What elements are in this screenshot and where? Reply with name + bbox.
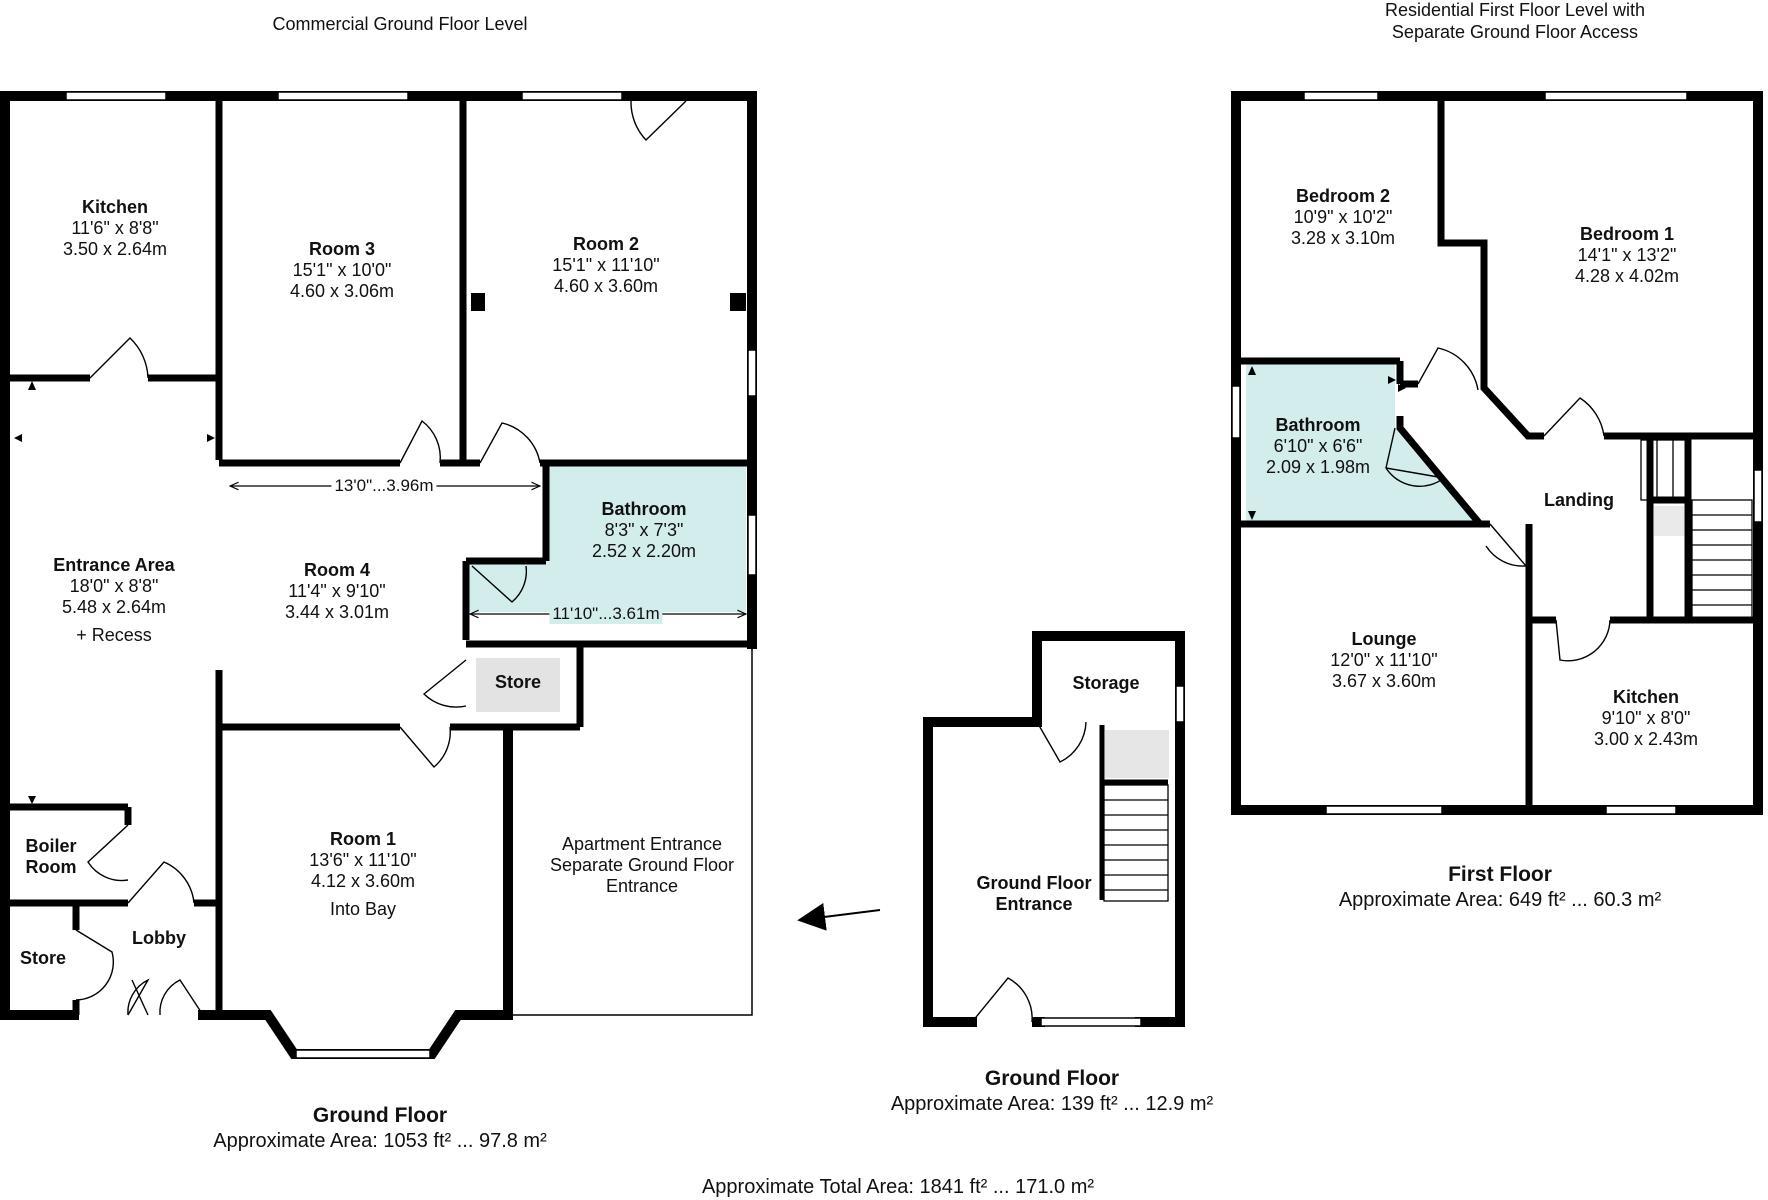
apartment-line1: Apartment Entrance bbox=[561, 834, 723, 854]
first-floor-bathroom-fill bbox=[1246, 364, 1480, 524]
room-label-room1: Room 1 13'6" x 11'10" 4.12 x 3.60m Into … bbox=[309, 829, 416, 920]
dimension-bathroom-width: 11'10"...3.61m bbox=[549, 604, 663, 624]
summary-title: First Floor bbox=[1448, 863, 1552, 886]
room-imperial: 14'1" x 13'2" bbox=[1577, 245, 1677, 266]
room-imperial: 9'10" x 8'0" bbox=[1601, 708, 1691, 729]
entrance-ground-floor-walls bbox=[797, 631, 1185, 1027]
room-imperial: 15'1" x 10'0" bbox=[292, 260, 392, 281]
room-name: Room 1 bbox=[329, 829, 396, 849]
room-imperial: 10'9" x 10'2" bbox=[1293, 207, 1393, 228]
room-note: + Recess bbox=[76, 624, 152, 645]
room-imperial: 11'6" x 8'8" bbox=[71, 218, 159, 239]
store-shading bbox=[476, 658, 560, 712]
room-name-line1: Ground Floor bbox=[976, 873, 1092, 893]
first-floor-summary: First Floor Approximate Area: 649 ft² ..… bbox=[1339, 862, 1661, 913]
room-name-line2: Entrance bbox=[995, 894, 1073, 915]
room-metric: 4.12 x 3.60m bbox=[310, 871, 416, 892]
summary-title: Ground Floor bbox=[984, 1067, 1120, 1090]
room-label-room3: Room 3 15'1" x 10'0" 4.60 x 3.06m bbox=[290, 239, 394, 303]
room-name: Bathroom bbox=[1275, 415, 1361, 435]
room-name: Bathroom bbox=[601, 499, 687, 519]
room-label-lobby: Lobby bbox=[132, 928, 186, 949]
room-label-apartment-entrance: Apartment Entrance Separate Ground Floor… bbox=[550, 834, 734, 898]
room-label-room2: Room 2 15'1" x 11'10" 4.60 x 3.60m bbox=[552, 234, 659, 298]
room-label-bedroom1: Bedroom 1 14'1" x 13'2" 4.28 x 4.02m bbox=[1575, 224, 1679, 288]
entrance-floor-summary: Ground Floor Approximate Area: 139 ft² .… bbox=[891, 1066, 1213, 1117]
room-label-first-floor-bathroom: Bathroom 6'10" x 6'6" 2.09 x 1.98m bbox=[1266, 415, 1370, 479]
apartment-line2: Separate Ground Floor bbox=[549, 855, 735, 876]
room-label-first-floor-kitchen: Kitchen 9'10" x 8'0" 3.00 x 2.43m bbox=[1594, 687, 1698, 751]
room-metric: 3.28 x 3.10m bbox=[1290, 228, 1396, 249]
room-label-entrance-area: Entrance Area 18'0" x 8'8" 5.48 x 2.64m … bbox=[53, 555, 174, 646]
room-imperial: 12'0" x 11'10" bbox=[1330, 650, 1438, 671]
room-imperial: 8'3" x 7'3" bbox=[604, 520, 684, 541]
commercial-floor-header: Commercial Ground Floor Level bbox=[272, 14, 528, 34]
first-floor-walls bbox=[1231, 91, 1763, 815]
room-label-landing: Landing bbox=[1544, 490, 1614, 511]
room-name: Store bbox=[19, 948, 67, 968]
bathroom-fill bbox=[466, 463, 746, 612]
summary-area: Approximate Area: 1053 ft² ... 97.8 m² bbox=[213, 1130, 547, 1153]
ground-floor-summary: Ground Floor Approximate Area: 1053 ft² … bbox=[213, 1103, 547, 1154]
room-name: Room 4 bbox=[303, 560, 370, 580]
room-metric: 4.60 x 3.06m bbox=[289, 281, 395, 302]
total-area: Approximate Total Area: 1841 ft² ... 171… bbox=[701, 1176, 1095, 1198]
room-imperial: 15'1" x 11'10" bbox=[552, 255, 660, 276]
room-metric: 4.60 x 3.60m bbox=[553, 276, 659, 297]
room-metric: 3.00 x 2.43m bbox=[1593, 729, 1699, 750]
apartment-line3: Entrance bbox=[605, 876, 679, 897]
room-label-kitchen: Kitchen 11'6" x 8'8" 3.50 x 2.64m bbox=[63, 197, 167, 261]
room-label-ground-floor-entrance: Ground Floor Entrance bbox=[977, 873, 1092, 915]
room-metric: 5.48 x 2.64m bbox=[61, 597, 167, 618]
room-metric: 3.50 x 2.64m bbox=[62, 239, 168, 260]
commercial-ground-floor-walls bbox=[0, 91, 757, 1059]
room-imperial: 13'6" x 11'10" bbox=[309, 850, 417, 871]
room-name: Lobby bbox=[132, 928, 186, 948]
room-name: Storage bbox=[1072, 673, 1140, 693]
room-label-lounge: Lounge 12'0" x 11'10" 3.67 x 3.60m bbox=[1330, 629, 1437, 693]
room-metric: 4.28 x 4.02m bbox=[1574, 266, 1680, 287]
room-label-storage: Storage bbox=[1072, 673, 1139, 694]
room-label-boiler-room: Boiler Room bbox=[25, 836, 76, 878]
room-name: Bedroom 2 bbox=[1295, 186, 1391, 206]
room-label-room4: Room 4 11'4" x 9'10" 3.44 x 3.01m bbox=[285, 560, 389, 624]
room-name: Landing bbox=[1544, 490, 1614, 510]
summary-area: Approximate Area: 649 ft² ... 60.3 m² bbox=[1338, 889, 1662, 912]
room-metric: 3.44 x 3.01m bbox=[284, 602, 390, 623]
summary-area: Approximate Area: 139 ft² ... 12.9 m² bbox=[890, 1093, 1214, 1116]
room-imperial: 18'0" x 8'8" bbox=[69, 576, 159, 597]
room-imperial: 11'4" x 9'10" bbox=[288, 581, 386, 602]
room-name: Kitchen bbox=[1612, 687, 1679, 707]
room-metric: 2.52 x 2.20m bbox=[591, 541, 697, 562]
room-imperial: 6'10" x 6'6" bbox=[1273, 436, 1363, 457]
room-name-line2: Room bbox=[25, 857, 77, 878]
room-label-bedroom2: Bedroom 2 10'9" x 10'2" 3.28 x 3.10m bbox=[1291, 186, 1395, 250]
room-name: Bedroom 1 bbox=[1579, 224, 1675, 244]
room-metric: 2.09 x 1.98m bbox=[1265, 457, 1371, 478]
room-label-store-2: Store bbox=[20, 948, 66, 969]
residential-header-line1: Residential First Floor Level with bbox=[1384, 0, 1646, 20]
room-name-line1: Boiler bbox=[25, 836, 77, 856]
room-name: Kitchen bbox=[81, 197, 148, 217]
room-label-store: Store bbox=[495, 672, 541, 693]
summary-title: Ground Floor bbox=[312, 1104, 448, 1127]
room-name: Lounge bbox=[1351, 629, 1417, 649]
room-name: Room 3 bbox=[308, 239, 375, 259]
residential-floor-header: Residential First Floor Level with Separ… bbox=[1385, 0, 1645, 43]
residential-header-line2: Separate Ground Floor Access bbox=[1391, 21, 1639, 42]
dimension-corridor: 13'0"...3.96m bbox=[331, 476, 437, 496]
room-name: Room 2 bbox=[572, 234, 639, 254]
room-name: Entrance Area bbox=[53, 555, 175, 575]
room-label-bathroom: Bathroom 8'3" x 7'3" 2.52 x 2.20m bbox=[592, 499, 696, 563]
room-name: Store bbox=[494, 672, 542, 692]
room-note: Into Bay bbox=[329, 898, 397, 919]
room-metric: 3.67 x 3.60m bbox=[1331, 671, 1437, 692]
